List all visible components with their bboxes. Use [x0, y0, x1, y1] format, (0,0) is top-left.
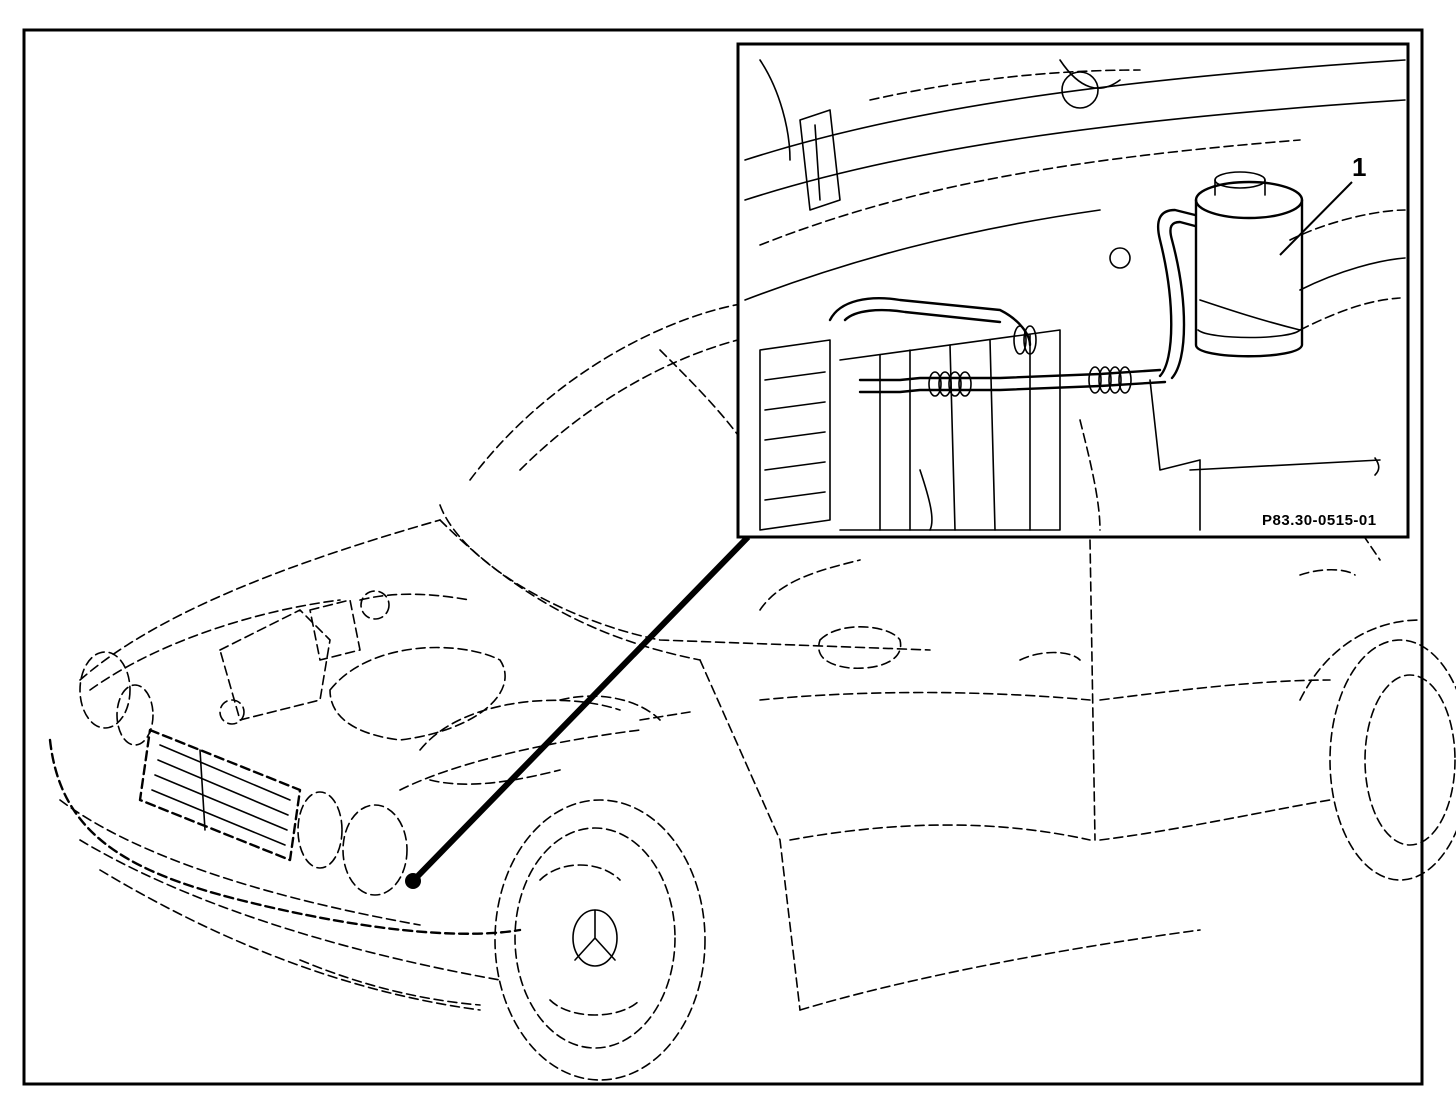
figure-code: P83.30-0515-01 — [1262, 512, 1377, 529]
callout-number-1: 1 — [1352, 152, 1367, 182]
outer-frame — [22, 28, 1424, 1086]
car-illustration — [48, 289, 1456, 1081]
receiver-drier — [1194, 171, 1304, 358]
inset-detail — [736, 42, 1410, 539]
leader-line — [410, 534, 751, 884]
inset-frame — [736, 42, 1410, 539]
callout-leader — [1279, 181, 1353, 256]
